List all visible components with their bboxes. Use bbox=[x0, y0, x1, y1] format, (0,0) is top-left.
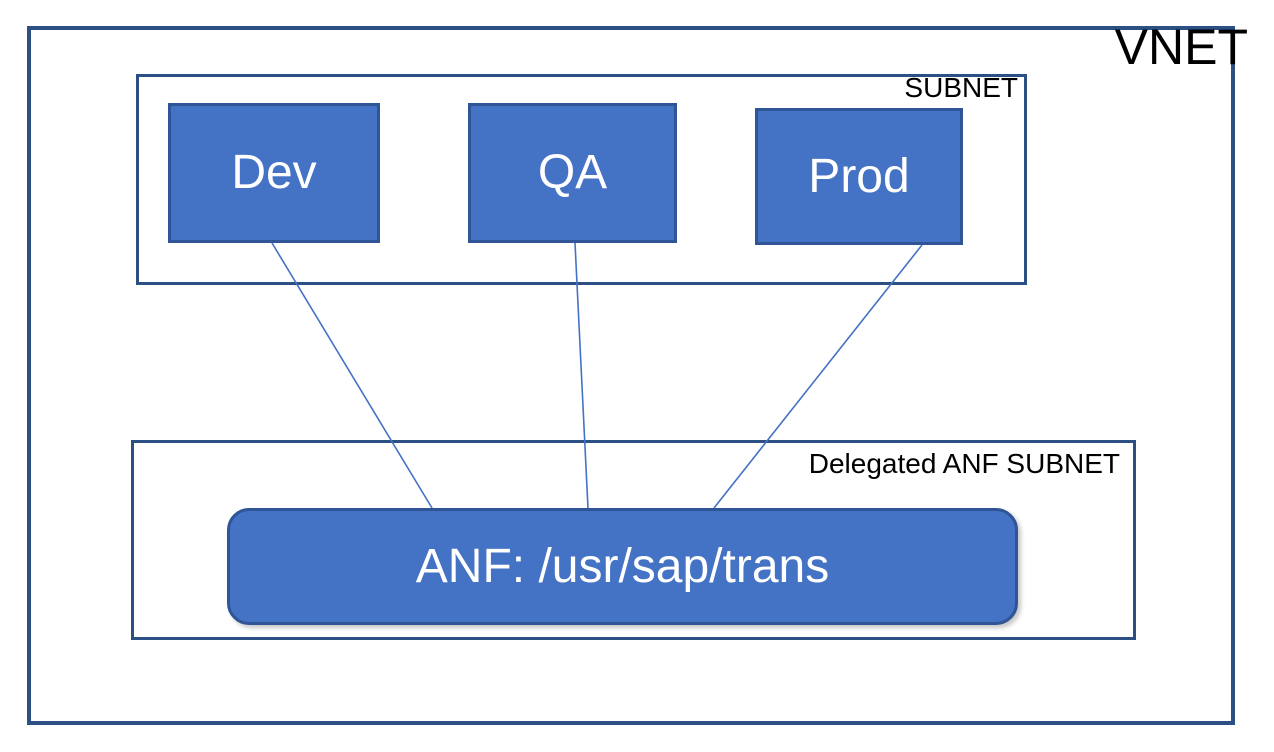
node-prod[interactable]: Prod bbox=[755, 108, 963, 245]
node-qa[interactable]: QA bbox=[468, 103, 677, 243]
node-anf-volume[interactable]: ANF: /usr/sap/trans bbox=[227, 508, 1018, 625]
vnet-label: VNET bbox=[1114, 19, 1248, 75]
vnet-container bbox=[27, 26, 1235, 725]
node-qa-label: QA bbox=[537, 146, 608, 199]
node-anf-volume-label: ANF: /usr/sap/trans bbox=[415, 539, 830, 593]
node-dev-label: Dev bbox=[231, 146, 317, 199]
subnet-label: SUBNET bbox=[904, 72, 1018, 103]
node-dev[interactable]: Dev bbox=[168, 103, 380, 243]
delegated-anf-subnet-label: Delegated ANF SUBNET bbox=[808, 448, 1120, 479]
node-prod-label: Prod bbox=[808, 149, 910, 203]
delegated-anf-subnet-container bbox=[131, 440, 1136, 640]
